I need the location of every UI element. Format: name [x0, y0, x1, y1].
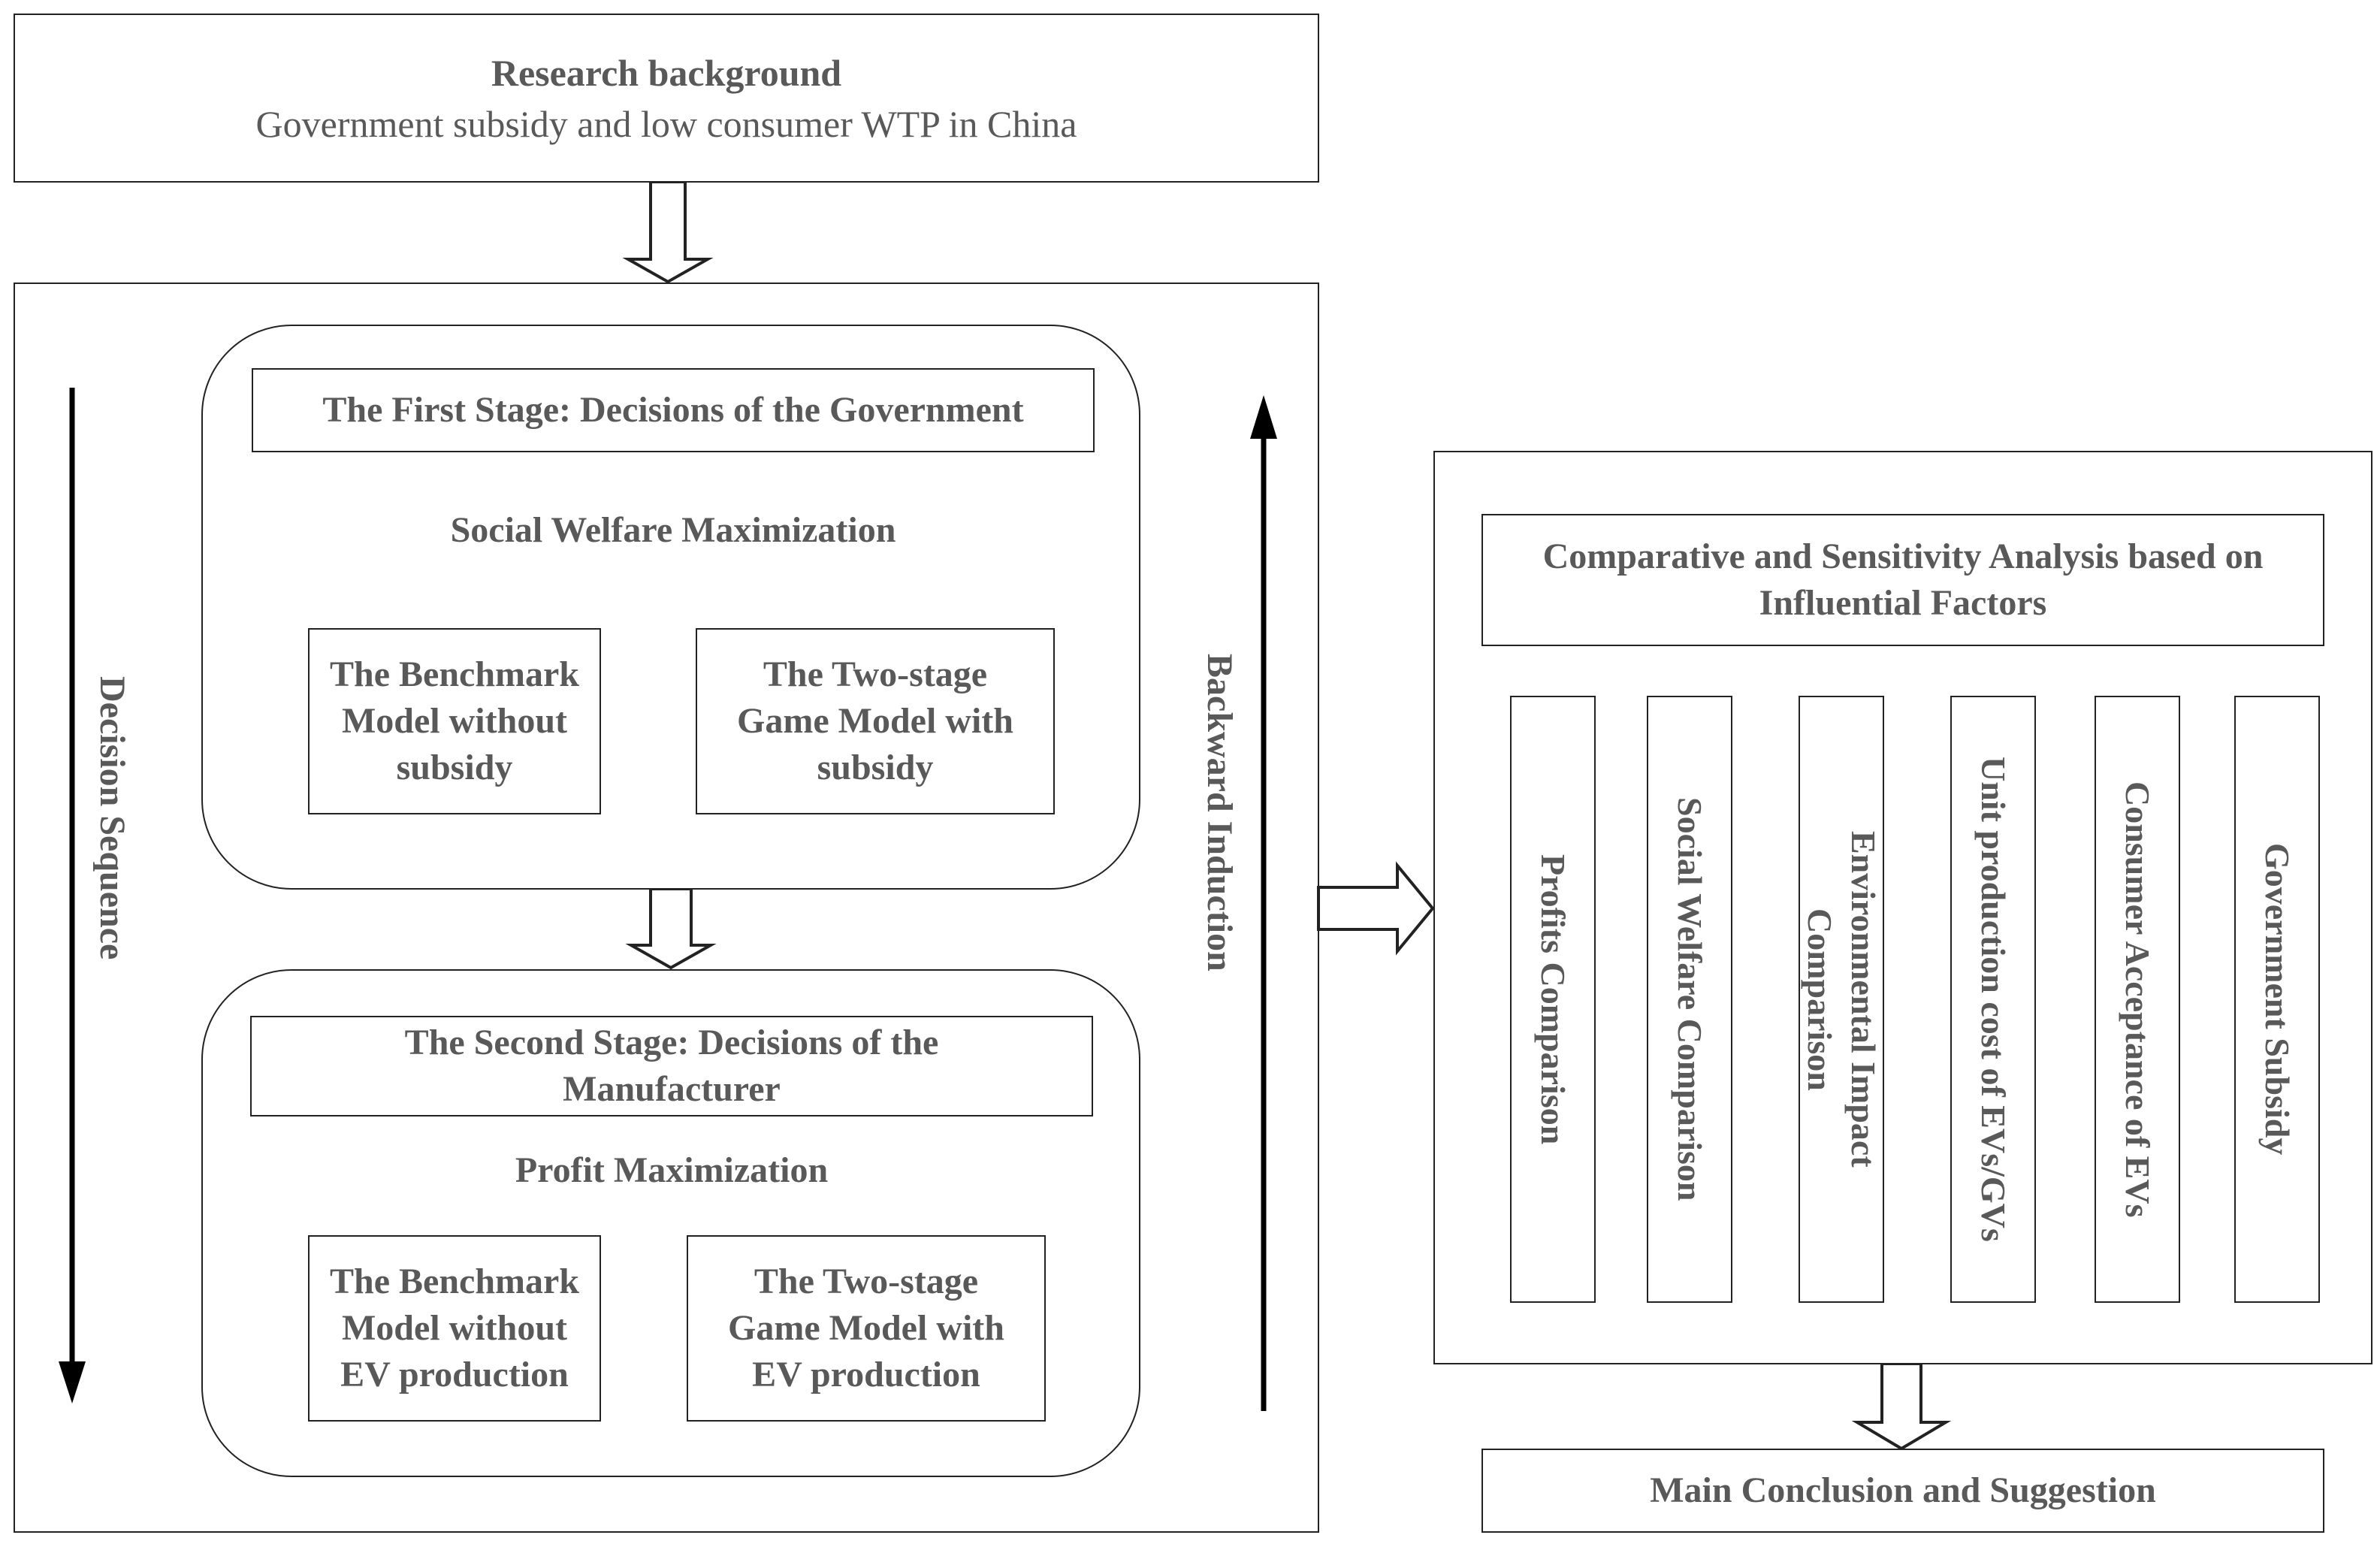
- backward-induction-label: Backward Induction: [1200, 654, 1240, 971]
- factor-profits: Profits Comparison: [1510, 696, 1596, 1303]
- decision-sequence-arrowhead: [59, 1361, 86, 1403]
- stage1-model-two-stage: The Two-stage Game Model with subsidy: [696, 628, 1055, 814]
- factor-profits-label: Profits Comparison: [1534, 854, 1572, 1145]
- framework-container: [14, 283, 1319, 1533]
- analysis-header-label: Comparative and Sensitivity Analysis bas…: [1542, 536, 2264, 623]
- research-background-subtitle: Government subsidy and low consumer WTP …: [255, 102, 1077, 145]
- stage2-objective: Profit Maximization: [515, 1150, 829, 1190]
- stage2-model-benchmark-label: The Benchmark Model without EV productio…: [329, 1261, 579, 1394]
- down-arrow-2: [625, 887, 717, 970]
- stage1-model-two-stage-label: The Two-stage Game Model with subsidy: [737, 654, 1013, 787]
- stage1-model-benchmark-label: The Benchmark Model without subsidy: [329, 654, 579, 787]
- factor-social-welfare: Social Welfare Comparison: [1647, 696, 1732, 1303]
- factor-unit-production-cost-label: Unit production cost of EVs/GVs: [1974, 757, 2013, 1242]
- backward-induction-arrowhead: [1250, 395, 1277, 439]
- conclusion-box: Main Conclusion and Suggestion: [1481, 1449, 2324, 1533]
- factor-environmental-impact: Environmental Impact Comparison: [1799, 696, 1884, 1303]
- stage2-model-benchmark: The Benchmark Model without EV productio…: [308, 1235, 601, 1422]
- conclusion-label: Main Conclusion and Suggestion: [1650, 1470, 2156, 1510]
- down-arrow-3: [1851, 1362, 1952, 1451]
- factor-social-welfare-label: Social Welfare Comparison: [1671, 797, 1709, 1201]
- stage2-model-two-stage-label: The Two-stage Game Model with EV product…: [728, 1261, 1004, 1394]
- stage2-model-two-stage: The Two-stage Game Model with EV product…: [687, 1235, 1046, 1422]
- stage1-model-benchmark: The Benchmark Model without subsidy: [308, 628, 601, 814]
- factor-environmental-impact-label: Environmental Impact Comparison: [1801, 831, 1883, 1168]
- research-background-title: Research background: [491, 51, 842, 94]
- stage2-header-label: The Second Stage: Decisions of the Manuf…: [404, 1023, 939, 1109]
- factor-government-subsidy: Government Subsidy: [2234, 696, 2320, 1303]
- factor-government-subsidy-label: Government Subsidy: [2258, 843, 2297, 1156]
- decision-sequence-label: Decision Sequence: [92, 676, 132, 960]
- research-background-box: Research background Government subsidy a…: [14, 14, 1319, 183]
- analysis-header: Comparative and Sensitivity Analysis bas…: [1481, 514, 2324, 646]
- right-arrow: [1317, 861, 1435, 956]
- factor-unit-production-cost: Unit production cost of EVs/GVs: [1950, 696, 2036, 1303]
- stage1-header: The First Stage: Decisions of the Govern…: [252, 368, 1095, 452]
- factor-consumer-acceptance-label: Consumer Acceptance of EVs: [2119, 781, 2157, 1218]
- stage2-header: The Second Stage: Decisions of the Manuf…: [250, 1016, 1093, 1116]
- down-arrow-1: [622, 180, 714, 284]
- stage1-objective: Social Welfare Maximization: [450, 510, 896, 550]
- factor-consumer-acceptance: Consumer Acceptance of EVs: [2095, 696, 2180, 1303]
